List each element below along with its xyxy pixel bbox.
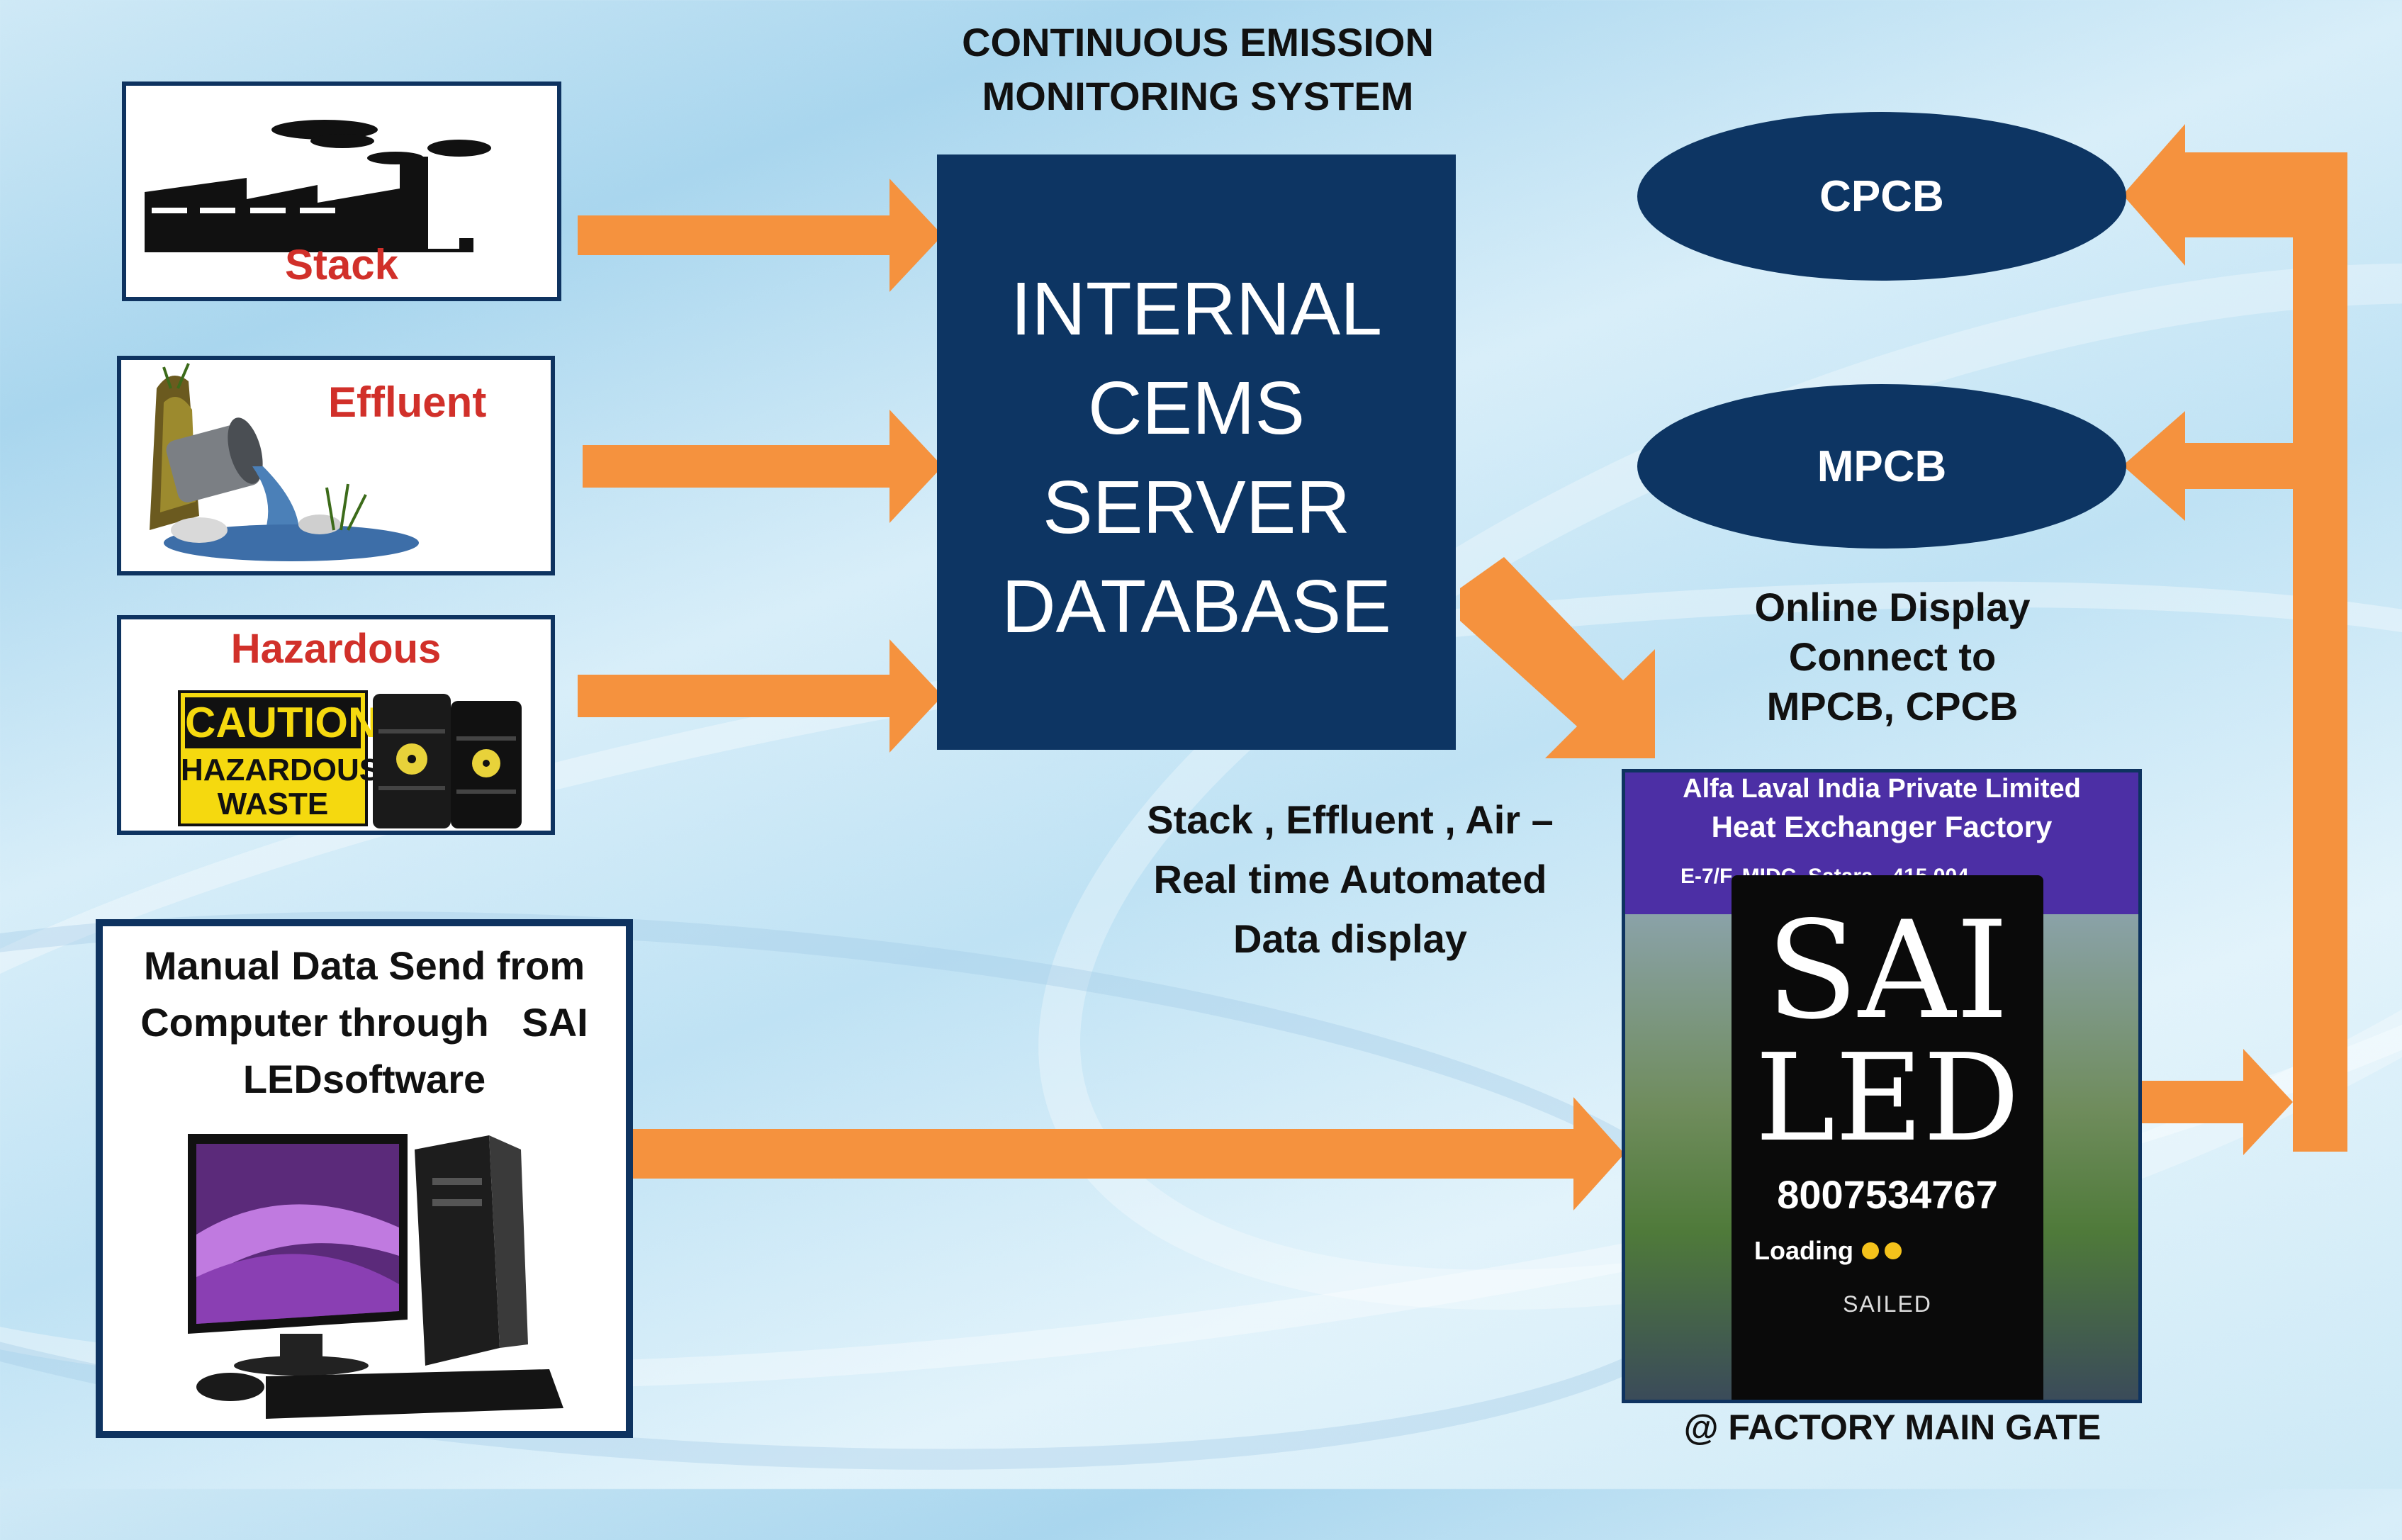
arrow-hazardous-to-server — [578, 639, 943, 753]
server-line2: CEMS — [1087, 366, 1306, 450]
arrow-display-to-right — [2142, 1049, 2293, 1155]
realtime-line1: Stack , Effluent , Air – — [1147, 797, 1554, 842]
page-title-line2: MONITORING SYSTEM — [982, 74, 1414, 118]
led-phone-number: 8007534767 — [1777, 1172, 1998, 1217]
effluent-icon — [150, 363, 419, 561]
manual-line2: Computer through SAI — [140, 1000, 588, 1045]
stack-label: Stack — [284, 241, 399, 288]
led-footer-brand: SAILED — [1843, 1291, 1932, 1317]
caution-sign: CAUTION HAZARDOUS WASTE — [178, 690, 381, 826]
manual-text: Manual Data Send from Computer through S… — [103, 938, 626, 1108]
realtime-line2: Real time Automated — [1153, 857, 1547, 901]
factory-sign-line2: Heat Exchanger Factory — [1711, 810, 2053, 843]
arrow-manual-to-display — [625, 1097, 1624, 1210]
flow-arrows — [578, 124, 2347, 1210]
hazardous-waste-text-line1: HAZARDOUS — [181, 753, 381, 787]
realtime-label: Stack , Effluent , Air – Real time Autom… — [1102, 790, 1598, 969]
cems-server-box: INTERNAL CEMS SERVER DATABASE — [937, 154, 1456, 750]
cpcb-board: CPCB — [1637, 112, 2126, 281]
arrow-to-cpcb — [2123, 124, 2347, 266]
loading-dot-icon — [1861, 1242, 1879, 1259]
arrow-riser — [2293, 152, 2347, 1152]
server-line1: INTERNAL — [1010, 267, 1383, 351]
stack-source-box: Stack — [122, 82, 561, 301]
caution-text: CAUTION — [185, 697, 378, 748]
arrow-stack-to-server — [578, 179, 943, 292]
led-brand-bottom: LED — [1755, 1028, 2020, 1169]
loading-dot-icon — [1884, 1242, 1902, 1259]
hazardous-label: Hazardous — [230, 626, 442, 672]
led-brand-top: SAI — [1766, 892, 2009, 1049]
mpcb-board: MPCB — [1637, 384, 2126, 549]
realtime-line3: Data display — [1233, 916, 1467, 961]
manual-data-box: Manual Data Send from Computer through S… — [96, 919, 633, 1438]
effluent-source-box: Effluent — [117, 356, 555, 575]
online-display-line2: Connect to — [1788, 634, 1997, 679]
arrow-to-mpcb — [2123, 411, 2293, 521]
factory-gate-caption: @ FACTORY MAIN GATE — [1683, 1407, 2101, 1447]
server-line4: DATABASE — [1001, 565, 1391, 648]
online-display-line3: MPCB, CPCB — [1766, 684, 2019, 729]
manual-line1: Manual Data Send from — [143, 943, 585, 988]
arrow-effluent-to-server — [583, 410, 943, 523]
online-display-line1: Online Display — [1754, 585, 2031, 629]
led-loading-text: Loading — [1754, 1236, 1853, 1265]
desktop-computer-icon — [188, 1134, 563, 1419]
online-display-label: Online Display Connect to MPCB, CPCB — [1680, 583, 2105, 731]
server-line3: SERVER — [1043, 466, 1350, 549]
hazardous-source-box: Hazardous CAUTION HAZARDOUS WASTE — [117, 615, 555, 835]
hazardous-waste-text-line2: WASTE — [217, 787, 329, 821]
page-title-line1: CONTINUOUS EMISSION — [962, 20, 1434, 64]
effluent-label: Effluent — [328, 378, 487, 426]
arrow-server-to-display — [1460, 557, 1655, 758]
page-title: CONTINUOUS EMISSION MONITORING SYSTEM — [914, 16, 1481, 123]
factory-icon — [145, 120, 491, 252]
factory-sign-line1: Alfa Laval India Private Limited — [1683, 774, 2081, 804]
radioactive-barrels-icon — [373, 694, 522, 828]
led-loading-row: Loading — [1754, 1236, 2043, 1266]
led-display-photo: Alfa Laval India Private Limited Heat Ex… — [1622, 769, 2142, 1403]
manual-line3: LEDsoftware — [242, 1057, 486, 1101]
led-panel: SAI LED 8007534767 Loading SAILED — [1732, 875, 2043, 1400]
